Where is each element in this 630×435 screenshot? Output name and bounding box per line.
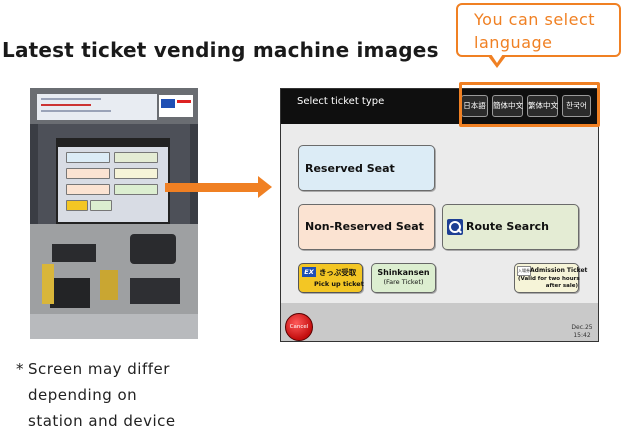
yellow-panel-2: [100, 270, 118, 300]
datetime-display: Dec.25 15:42: [569, 324, 595, 340]
page-title: Latest ticket vending machine images: [2, 38, 439, 62]
yellow-panel: [42, 264, 54, 304]
callout-line-2: language: [474, 33, 553, 52]
machine-touch-screen: [56, 138, 170, 224]
lang-button-korean[interactable]: 한국어: [562, 95, 591, 117]
language-highlight-box: [459, 82, 600, 127]
ticket-touch-screen: Select ticket type 日本語 簡体中文 繁体中文 한국어 Res…: [280, 88, 599, 342]
lang-button-simplified-chinese[interactable]: 簡体中文: [492, 95, 523, 117]
callout-line-1: You can select: [474, 10, 596, 29]
ex-logo-mark: [161, 99, 175, 108]
time-label: 15:42: [573, 332, 591, 339]
admission-ticket-label: Admission Ticket: [530, 267, 588, 274]
note-line-1: Screen may differ: [28, 360, 170, 378]
note-asterisk: *: [16, 360, 24, 378]
reserved-seat-label: Reserved Seat: [305, 162, 395, 175]
screen-title: Select ticket type: [297, 96, 385, 107]
arrow-right-icon: [165, 183, 261, 192]
machine-info-display: [37, 94, 157, 120]
bill-slot: [130, 234, 176, 264]
date-label: Dec.25: [571, 324, 593, 331]
pickup-ticket-jp-label: きっぷ受取: [319, 268, 357, 277]
coin-slot: [50, 278, 90, 308]
route-search-button[interactable]: Route Search: [442, 204, 579, 250]
note-line-2: depending on: [28, 386, 138, 404]
shinkansen-label: Shinkansen: [377, 268, 430, 277]
route-search-label: Route Search: [466, 220, 549, 233]
cancel-button[interactable]: Cancel: [285, 313, 313, 341]
non-reserved-seat-label: Non-Reserved Seat: [305, 220, 424, 233]
machine-screen-header: [58, 140, 168, 147]
ex-logo-icon: EX: [302, 267, 316, 277]
callout-tail-fill: [491, 54, 503, 63]
reserved-seat-button[interactable]: Reserved Seat: [298, 145, 435, 191]
non-reserved-seat-button[interactable]: Non-Reserved Seat: [298, 204, 435, 250]
shinkansen-sublabel: (Fare Ticket): [383, 278, 424, 286]
magnifier-icon: [447, 219, 463, 235]
admission-ticket-sublabel-1: (Valid for two hours: [518, 276, 580, 282]
machine-base: [30, 314, 198, 339]
lang-button-traditional-chinese[interactable]: 繁体中文: [527, 95, 558, 117]
language-callout: You can select language: [456, 3, 621, 57]
admission-ticket-icon: 入場券: [517, 266, 531, 276]
screen-footer: [281, 303, 598, 341]
shinkansen-button[interactable]: Shinkansen (Fare Ticket): [371, 263, 436, 293]
admission-ticket-button[interactable]: 入場券 Admission Ticket (Valid for two hour…: [514, 263, 587, 293]
arrow-head-icon: [258, 176, 272, 198]
ex-logo-stripe: [177, 100, 191, 103]
pickup-ticket-label: Pick up ticket: [314, 280, 364, 288]
note-line-3: station and device: [28, 412, 176, 430]
vending-machine-photo: [30, 88, 198, 339]
ticket-slot: [52, 244, 96, 262]
card-slot: [130, 278, 180, 304]
pickup-ticket-button[interactable]: EX きっぷ受取 Pick up ticket: [298, 263, 364, 293]
admission-ticket-sublabel-2: after sale): [545, 283, 578, 289]
